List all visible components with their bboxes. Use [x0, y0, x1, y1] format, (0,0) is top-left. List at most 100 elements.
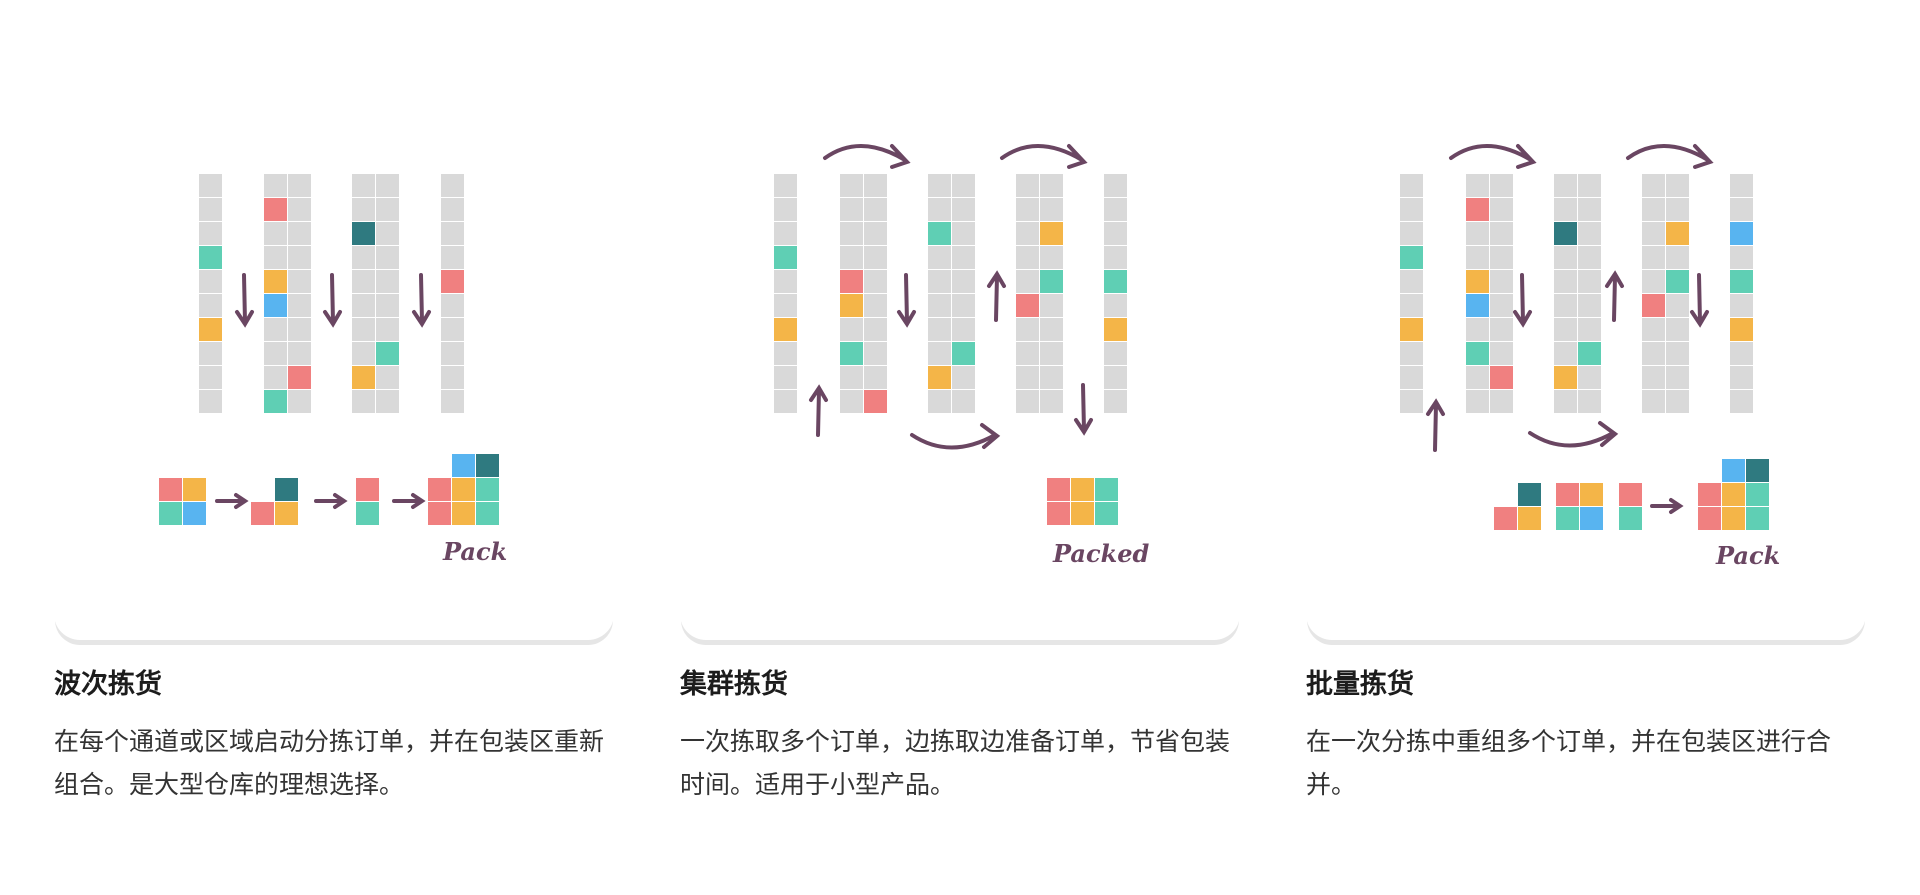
pack-label: Pack [1715, 541, 1780, 570]
wave-picking-diagram: Pack [159, 174, 507, 566]
shelves [774, 174, 1127, 413]
shelf-cell [264, 174, 287, 197]
shelf-cell [1490, 246, 1513, 269]
order-box [476, 454, 499, 477]
shelf-cell [1400, 222, 1423, 245]
up-arrow-icon [1605, 270, 1624, 322]
shelf-cell [1554, 390, 1577, 413]
order-box [1518, 483, 1541, 506]
item-cell [1466, 294, 1489, 317]
shelf-cell [1730, 366, 1753, 389]
item-cell [264, 390, 287, 413]
wave-picking-illustration: Pack [54, 50, 614, 640]
order-box [428, 502, 451, 525]
shelf-cell [1730, 246, 1753, 269]
shelf-cell [1040, 198, 1063, 221]
order-box [1698, 483, 1721, 506]
order-box [1047, 478, 1070, 501]
order-box [1047, 502, 1070, 525]
order-box [1580, 507, 1603, 530]
shelf-cell [199, 174, 222, 197]
shelf-cell [1490, 342, 1513, 365]
item-cell [1730, 222, 1753, 245]
card-description: 一次拣取多个订单，边拣取边准备订单，节省包装时间。适用于小型产品。 [680, 727, 1231, 799]
order-box [159, 502, 182, 525]
shelf-cell [441, 390, 464, 413]
shelf-cell [441, 222, 464, 245]
curved-arrow-icon [1626, 144, 1714, 169]
card-description: 在一次分拣中重组多个订单，并在包装区进行合并。 [1306, 727, 1832, 799]
shelf-cell [1104, 342, 1127, 365]
shelf-cell [441, 318, 464, 341]
order-box [1746, 483, 1769, 506]
order-box [1556, 507, 1579, 530]
shelf-cell [1016, 342, 1039, 365]
shelf-cell [1730, 390, 1753, 413]
down-arrow-icon [235, 273, 254, 328]
shelf-cell [1578, 366, 1601, 389]
shelf-cell [928, 174, 951, 197]
shelf-cell [1040, 318, 1063, 341]
shelf-cell [1642, 246, 1665, 269]
order-box [183, 478, 206, 501]
right-arrow-icon [314, 493, 348, 509]
item-cell [352, 366, 375, 389]
packed-label: Packed [1052, 539, 1149, 568]
card-title: 集群拣货 [680, 669, 788, 700]
item-cell [1642, 294, 1665, 317]
order-box [1619, 483, 1642, 506]
shelf-cell [376, 294, 399, 317]
cluster-picking-diagram: Packed [774, 144, 1149, 568]
batch-picking-illustration: Pack [1306, 50, 1866, 640]
right-arrow-icon [215, 493, 249, 509]
order-box [1619, 507, 1642, 530]
shelf-cell [864, 174, 887, 197]
shelf-cell [1490, 318, 1513, 341]
shelf-cell [952, 222, 975, 245]
up-arrow-icon [987, 270, 1006, 322]
order-box [1518, 507, 1541, 530]
shelf-cell [1040, 294, 1063, 317]
shelf-cell [864, 294, 887, 317]
shelf-cell [1104, 390, 1127, 413]
shelf-cell [952, 294, 975, 317]
arrows [1426, 144, 1714, 514]
shelf-cell [288, 270, 311, 293]
up-arrow-icon [1426, 398, 1445, 452]
order-box [275, 478, 298, 501]
shelf-cell [774, 390, 797, 413]
shelf-cell [1016, 246, 1039, 269]
shelf-cell [1578, 198, 1601, 221]
shelf-cell [1016, 198, 1039, 221]
item-cell [928, 222, 951, 245]
shelf-cell [1400, 294, 1423, 317]
item-cell [264, 198, 287, 221]
item-cell [840, 270, 863, 293]
shelf-cell [352, 198, 375, 221]
shelf-cell [1666, 366, 1689, 389]
shelf-cell [864, 222, 887, 245]
item-cell [1466, 270, 1489, 293]
shelf-cell [1104, 294, 1127, 317]
order-box [356, 502, 379, 525]
shelf-cell [288, 174, 311, 197]
shelf-cell [441, 198, 464, 221]
shelf-cell [1730, 174, 1753, 197]
curved-arrow-icon [910, 423, 1001, 450]
order-box [1722, 483, 1745, 506]
item-cell [1104, 318, 1127, 341]
shelf-cell [1016, 366, 1039, 389]
shelf-cell [1642, 174, 1665, 197]
shelf-cell [352, 342, 375, 365]
shelf-cell [1490, 270, 1513, 293]
order-box [1722, 459, 1745, 482]
shelf-cell [1104, 198, 1127, 221]
order-box [452, 454, 475, 477]
shelf-cell [774, 198, 797, 221]
shelf-cell [1578, 222, 1601, 245]
card-wave-picking: Pack 波次拣货 在每个通道或区域启动分拣订单，并在包装区重新组合。是大型仓库… [54, 0, 614, 895]
shelf-cell [840, 174, 863, 197]
shelf-cell [840, 390, 863, 413]
shelf-cell [774, 294, 797, 317]
item-cell [928, 366, 951, 389]
